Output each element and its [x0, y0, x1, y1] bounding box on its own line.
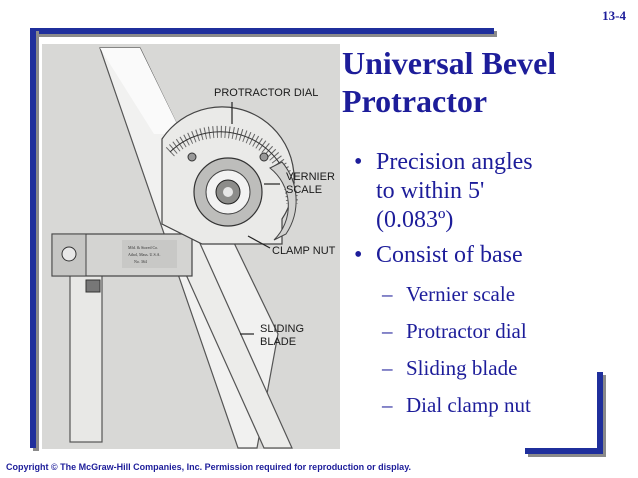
slide-title: Universal Bevel Protractor: [342, 44, 632, 120]
label-sliding-line2: BLADE: [260, 336, 296, 348]
bullet-list: • Precision angles to within 5' (0.083º)…: [352, 148, 632, 418]
bullet-text: Precision angles: [376, 149, 533, 175]
bullet-glyph: •: [354, 242, 363, 268]
dash-glyph: –: [382, 282, 393, 306]
svg-text:Mfd. & Stored Co.: Mfd. & Stored Co.: [128, 245, 158, 250]
frame-bar-bottom: [525, 448, 603, 454]
frame-bar-top: [30, 28, 494, 34]
copyright-footer: Copyright © The McGraw-Hill Companies, I…: [6, 462, 412, 472]
bullet-text: Consist of base: [376, 242, 523, 268]
frame-bar-right: [597, 372, 603, 454]
label-sliding-line1: SLIDING: [260, 323, 304, 335]
sub-bullet-text: Vernier scale: [406, 282, 516, 306]
label-protractor-dial: PROTRACTOR DIAL: [214, 87, 318, 99]
title-line-2: Protractor: [342, 83, 488, 119]
dash-glyph: –: [382, 356, 393, 380]
label-vernier-line2: SCALE: [286, 184, 322, 196]
bullet-text: (0.083º): [376, 207, 454, 233]
svg-text:Athol, Mass. U.S.A.: Athol, Mass. U.S.A.: [128, 252, 161, 258]
sub-bullet-text: Sliding blade: [406, 356, 518, 380]
bullet-precision: • Precision angles to within 5' (0.083º): [352, 148, 632, 235]
svg-text:No. 364: No. 364: [134, 259, 147, 264]
frame-bar-left: [30, 28, 36, 448]
title-line-1: Universal Bevel: [342, 45, 557, 81]
sub-bullet: – Protractor dial: [352, 318, 632, 344]
protractor-photo: Mfd. & Stored Co. Athol, Mass. U.S.A. No…: [42, 44, 340, 449]
bullet-glyph: •: [354, 149, 363, 175]
sub-bullet: – Vernier scale: [352, 281, 632, 307]
dash-glyph: –: [382, 393, 393, 417]
bullet-text: to within 5': [376, 178, 485, 204]
sub-bullet: – Dial clamp nut: [352, 392, 632, 418]
bullet-consist: • Consist of base: [352, 241, 632, 270]
label-clamp-nut: CLAMP NUT: [272, 245, 336, 257]
sub-bullet: – Sliding blade: [352, 355, 632, 381]
sub-bullet-text: Dial clamp nut: [406, 393, 531, 417]
dash-glyph: –: [382, 319, 393, 343]
sub-bullet-text: Protractor dial: [406, 319, 527, 343]
label-vernier-line1: VERNIER: [286, 171, 335, 183]
slide-number: 13-4: [602, 8, 626, 23]
